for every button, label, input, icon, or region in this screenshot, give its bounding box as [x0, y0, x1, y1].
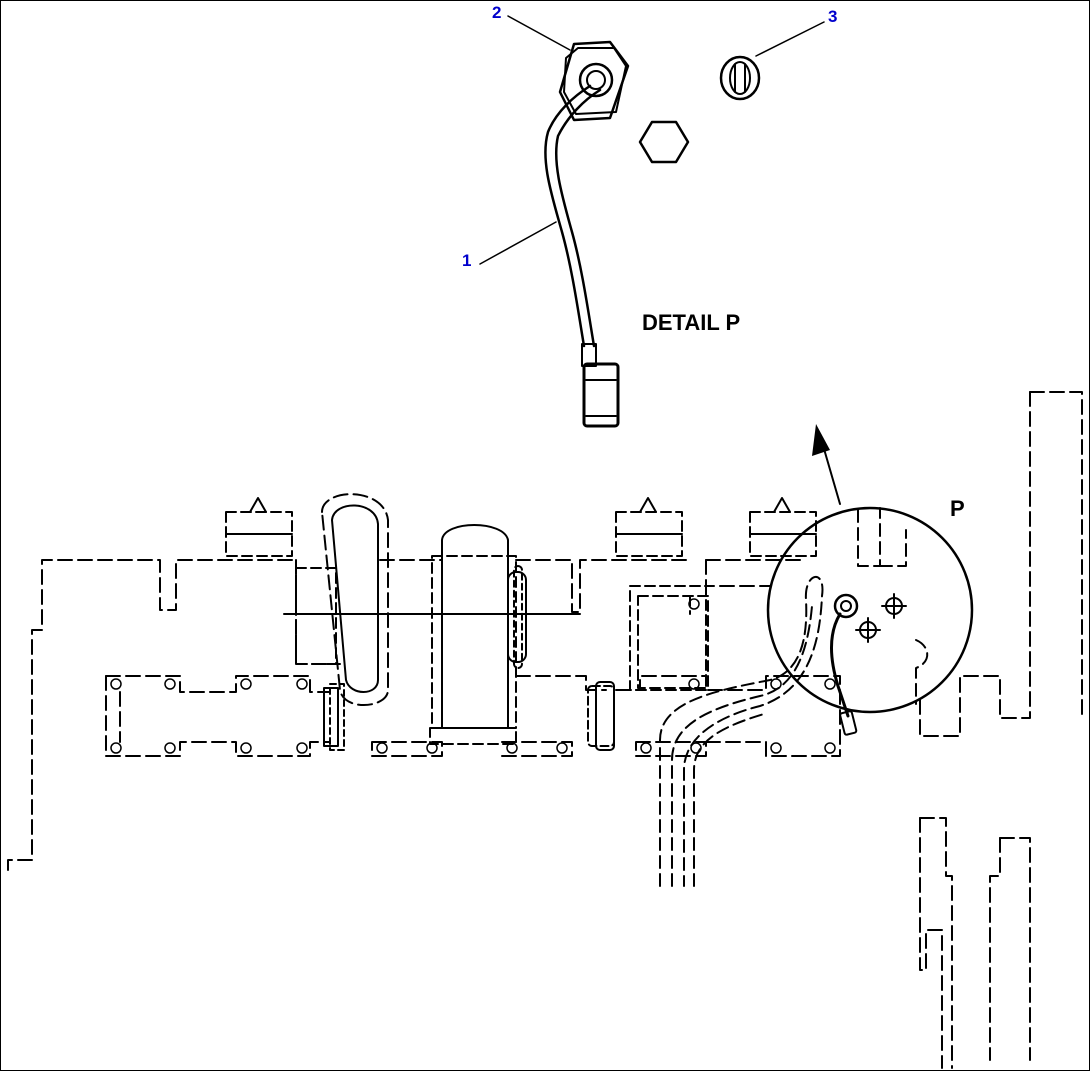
detail-p-circle [766, 506, 974, 736]
manifold-bolts [110, 598, 836, 754]
oil-line [659, 575, 824, 887]
callout-3: 3 [828, 7, 837, 26]
hex-port [638, 120, 690, 164]
callout-1: 1 [462, 251, 471, 270]
injector-housings [225, 497, 817, 557]
detail-marker: P [950, 496, 965, 521]
callout-1-leader [479, 221, 557, 265]
detail-arrow [812, 424, 841, 505]
detail-label: DETAIL P [642, 310, 740, 335]
exhaust-manifold [105, 675, 841, 757]
callout-2-leader [507, 15, 571, 51]
engine-outline [7, 391, 1083, 1069]
callout-3-leader [755, 21, 825, 57]
compressor [429, 524, 527, 745]
sensor-wire [544, 84, 620, 428]
hex-fitting [558, 40, 630, 122]
plug [719, 55, 761, 101]
connector-pipes [323, 681, 615, 751]
callout-2: 2 [492, 3, 501, 22]
filter-block [629, 585, 709, 691]
